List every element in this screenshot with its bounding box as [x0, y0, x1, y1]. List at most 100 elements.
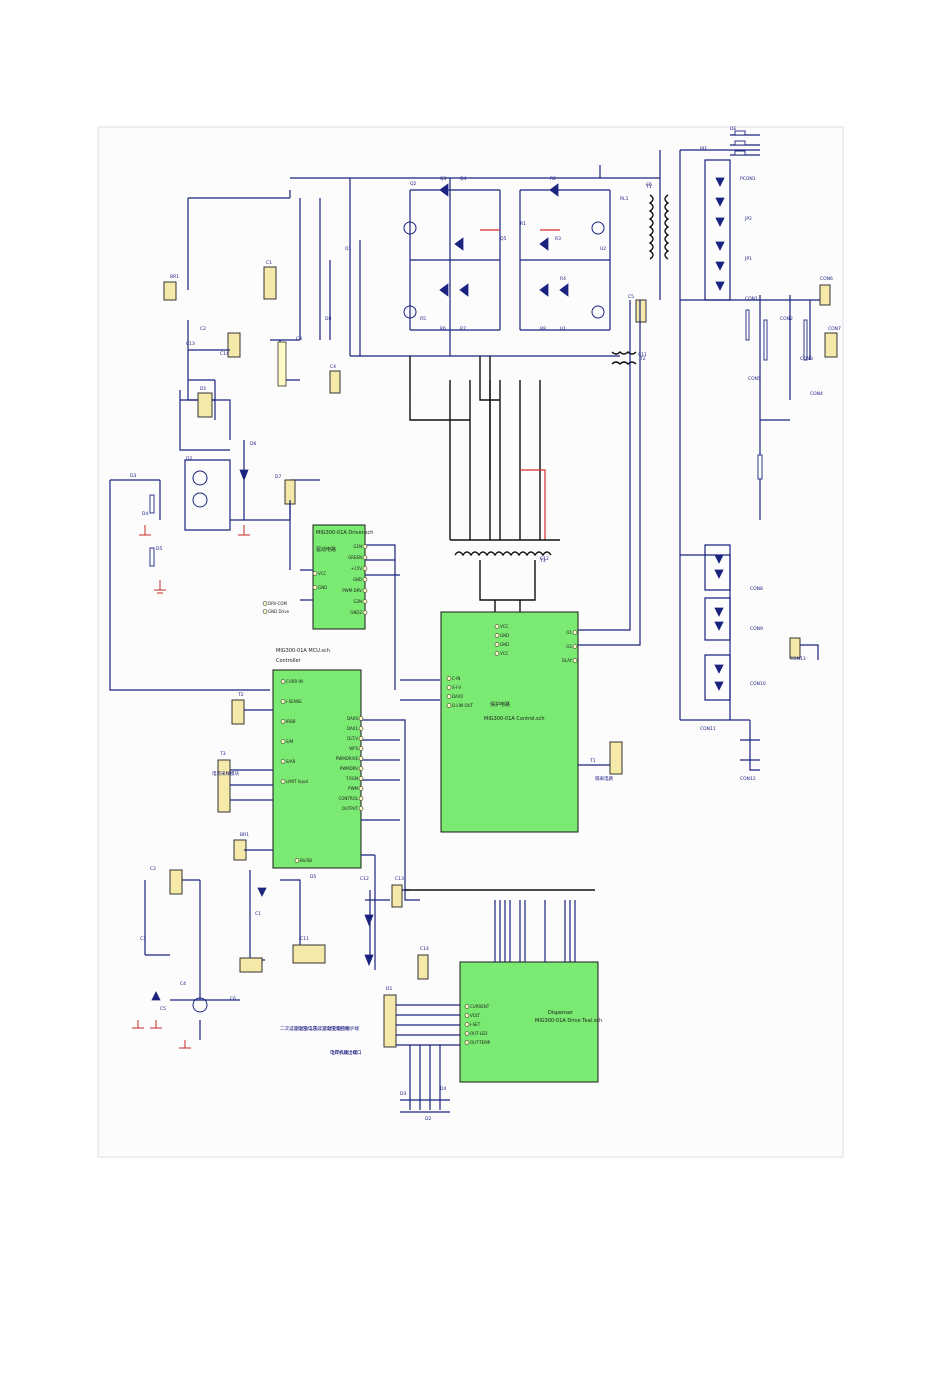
display-block: Dispenser MIG300-01A Drive Teal.sch 电焊机输…: [330, 900, 602, 1113]
part-label: C1: [255, 911, 261, 917]
drive-port-marker: [262, 609, 268, 614]
controller-pin-left-marker: [280, 719, 286, 724]
part-label: CON6: [820, 276, 833, 282]
part-label: C5: [160, 1006, 166, 1012]
protection-pin-left-marker: [446, 694, 452, 699]
controller-pin-right-marker: [358, 776, 364, 781]
part-label: C4: [330, 364, 336, 370]
part-label: C6: [646, 182, 652, 188]
part-label: C12: [360, 876, 369, 882]
note-cn: 隔离电路: [595, 775, 613, 782]
controller-block: MIG300-01A MCU.sch Controller: [217, 648, 440, 901]
controller-pin-left: S/M: [286, 739, 294, 744]
part-label: CON12: [740, 776, 756, 782]
protection-pin-right: O1: [566, 630, 572, 635]
protection-pin-left: C-IN: [452, 676, 460, 681]
drive-pin-left-marker: [312, 571, 318, 576]
part-label: CON10: [750, 681, 766, 687]
part-label: Q5: [500, 236, 507, 242]
display-pin-left: I-SET: [470, 1022, 481, 1027]
controller-pin-right: DAX1: [347, 726, 358, 731]
display-pin-left-marker: [464, 1040, 470, 1045]
part-label: R7: [460, 326, 466, 332]
part-label: D8: [325, 316, 331, 322]
part-label: R2: [550, 176, 556, 182]
part-label: C3: [140, 936, 146, 942]
controller-block-title: MIG300-01A MCU.sch: [276, 648, 330, 654]
part-label: C2: [150, 866, 156, 872]
controller-pin-right-marker: [358, 756, 364, 761]
part-label: D2: [425, 1116, 431, 1122]
controller-pin-right: DAX0: [347, 716, 358, 721]
part-label: BR1: [240, 832, 249, 838]
drive-block: MIG300-01A Driver.sch 驱动电路: [289, 500, 400, 690]
controller-pin-left-marker: [280, 759, 286, 764]
protection-block: 保护电路 MIG300-01A Control.sch: [440, 300, 641, 833]
part-label: C11: [638, 352, 647, 358]
protection-pin-top-marker: [494, 633, 500, 638]
part-label: D3: [400, 1091, 406, 1097]
drive-pin-left: VCC: [318, 571, 327, 576]
part-label: R5: [420, 316, 426, 322]
part-label: T3: [219, 751, 226, 757]
part-label: CON8: [750, 586, 763, 592]
part-label: CON4: [810, 391, 823, 397]
controller-pin-right: OUTPUT: [342, 806, 359, 811]
controller-pin-left: I-SENSE: [286, 699, 302, 704]
part-label: C12: [540, 556, 549, 562]
controller-pin-bottom: BV/SB: [300, 858, 312, 863]
display-pin-left: CURRENT: [470, 1004, 490, 1009]
drive-pin-right-marker: [362, 599, 368, 604]
controller-pin-right: WFS: [349, 746, 358, 751]
display-block-title: Dispenser: [548, 1010, 574, 1016]
protection-pin-top: GND: [500, 633, 509, 638]
drive-pin-right: G1N: [353, 544, 362, 549]
controller-pin-right: PWM: [348, 786, 358, 791]
part-label: CON2: [780, 316, 793, 322]
part-label: CON3: [800, 356, 813, 362]
drive-port: GND Drive: [268, 609, 290, 614]
part-label: CON1: [745, 296, 758, 302]
part-label: D6: [250, 441, 256, 447]
part-label: U1: [560, 326, 566, 332]
drive-pin-left: GND: [318, 585, 327, 590]
display-pin-left: OUT-LED: [470, 1031, 487, 1036]
note-cn: 二次过变电压/二次过变电压保护端: [280, 1025, 350, 1032]
drive-pin-right: PWM-DRV: [342, 588, 362, 593]
drive-pin-right-marker: [362, 610, 368, 615]
protection-block-title: 保护电路: [490, 701, 510, 708]
bottom-left-circuit: 二次过变电压/二次过变电压保护端: [132, 869, 360, 1049]
controller-pin-left-marker: [280, 699, 286, 704]
part-label: C14: [220, 351, 229, 357]
note-cn: 电焊机输出端口: [330, 1049, 362, 1056]
part-label: C2: [200, 326, 206, 332]
controller-pin-right-marker: [358, 716, 364, 721]
part-label: D4: [440, 1086, 446, 1092]
part-label: C6: [230, 996, 236, 1002]
controller-pin-right-marker: [358, 726, 364, 731]
part-label: T2: [237, 692, 244, 698]
display-pin-left: OUT-TEMP: [470, 1040, 491, 1045]
protection-pin-left-marker: [446, 703, 452, 708]
controller-pin-right: CONTROL: [338, 796, 358, 801]
protection-pin-left-marker: [446, 685, 452, 690]
controller-pin-left: LIMIT Input: [286, 779, 309, 784]
drive-pin-left-marker: [312, 585, 318, 590]
part-label: BR1: [170, 274, 179, 280]
part-label: CON9: [750, 626, 763, 632]
svg-text:T2: T2: [639, 356, 646, 362]
drive-pin-right-marker: [362, 555, 368, 560]
drive-block-title: MIG300-01A Driver.sch: [316, 530, 373, 536]
part-label: D5: [310, 874, 316, 880]
protection-pin-top: GND: [500, 642, 509, 647]
controller-pin-left-marker: [280, 779, 286, 784]
display-pin-left: VOLT: [470, 1013, 480, 1018]
display-pin-left-marker: [464, 1022, 470, 1027]
protection-pin-right: O2: [566, 644, 572, 649]
part-label: C13: [395, 876, 404, 882]
part-label: C11: [300, 936, 309, 942]
controller-pin-left-marker: [280, 679, 286, 684]
output-filter: [679, 300, 819, 771]
part-label: D3: [130, 473, 136, 479]
